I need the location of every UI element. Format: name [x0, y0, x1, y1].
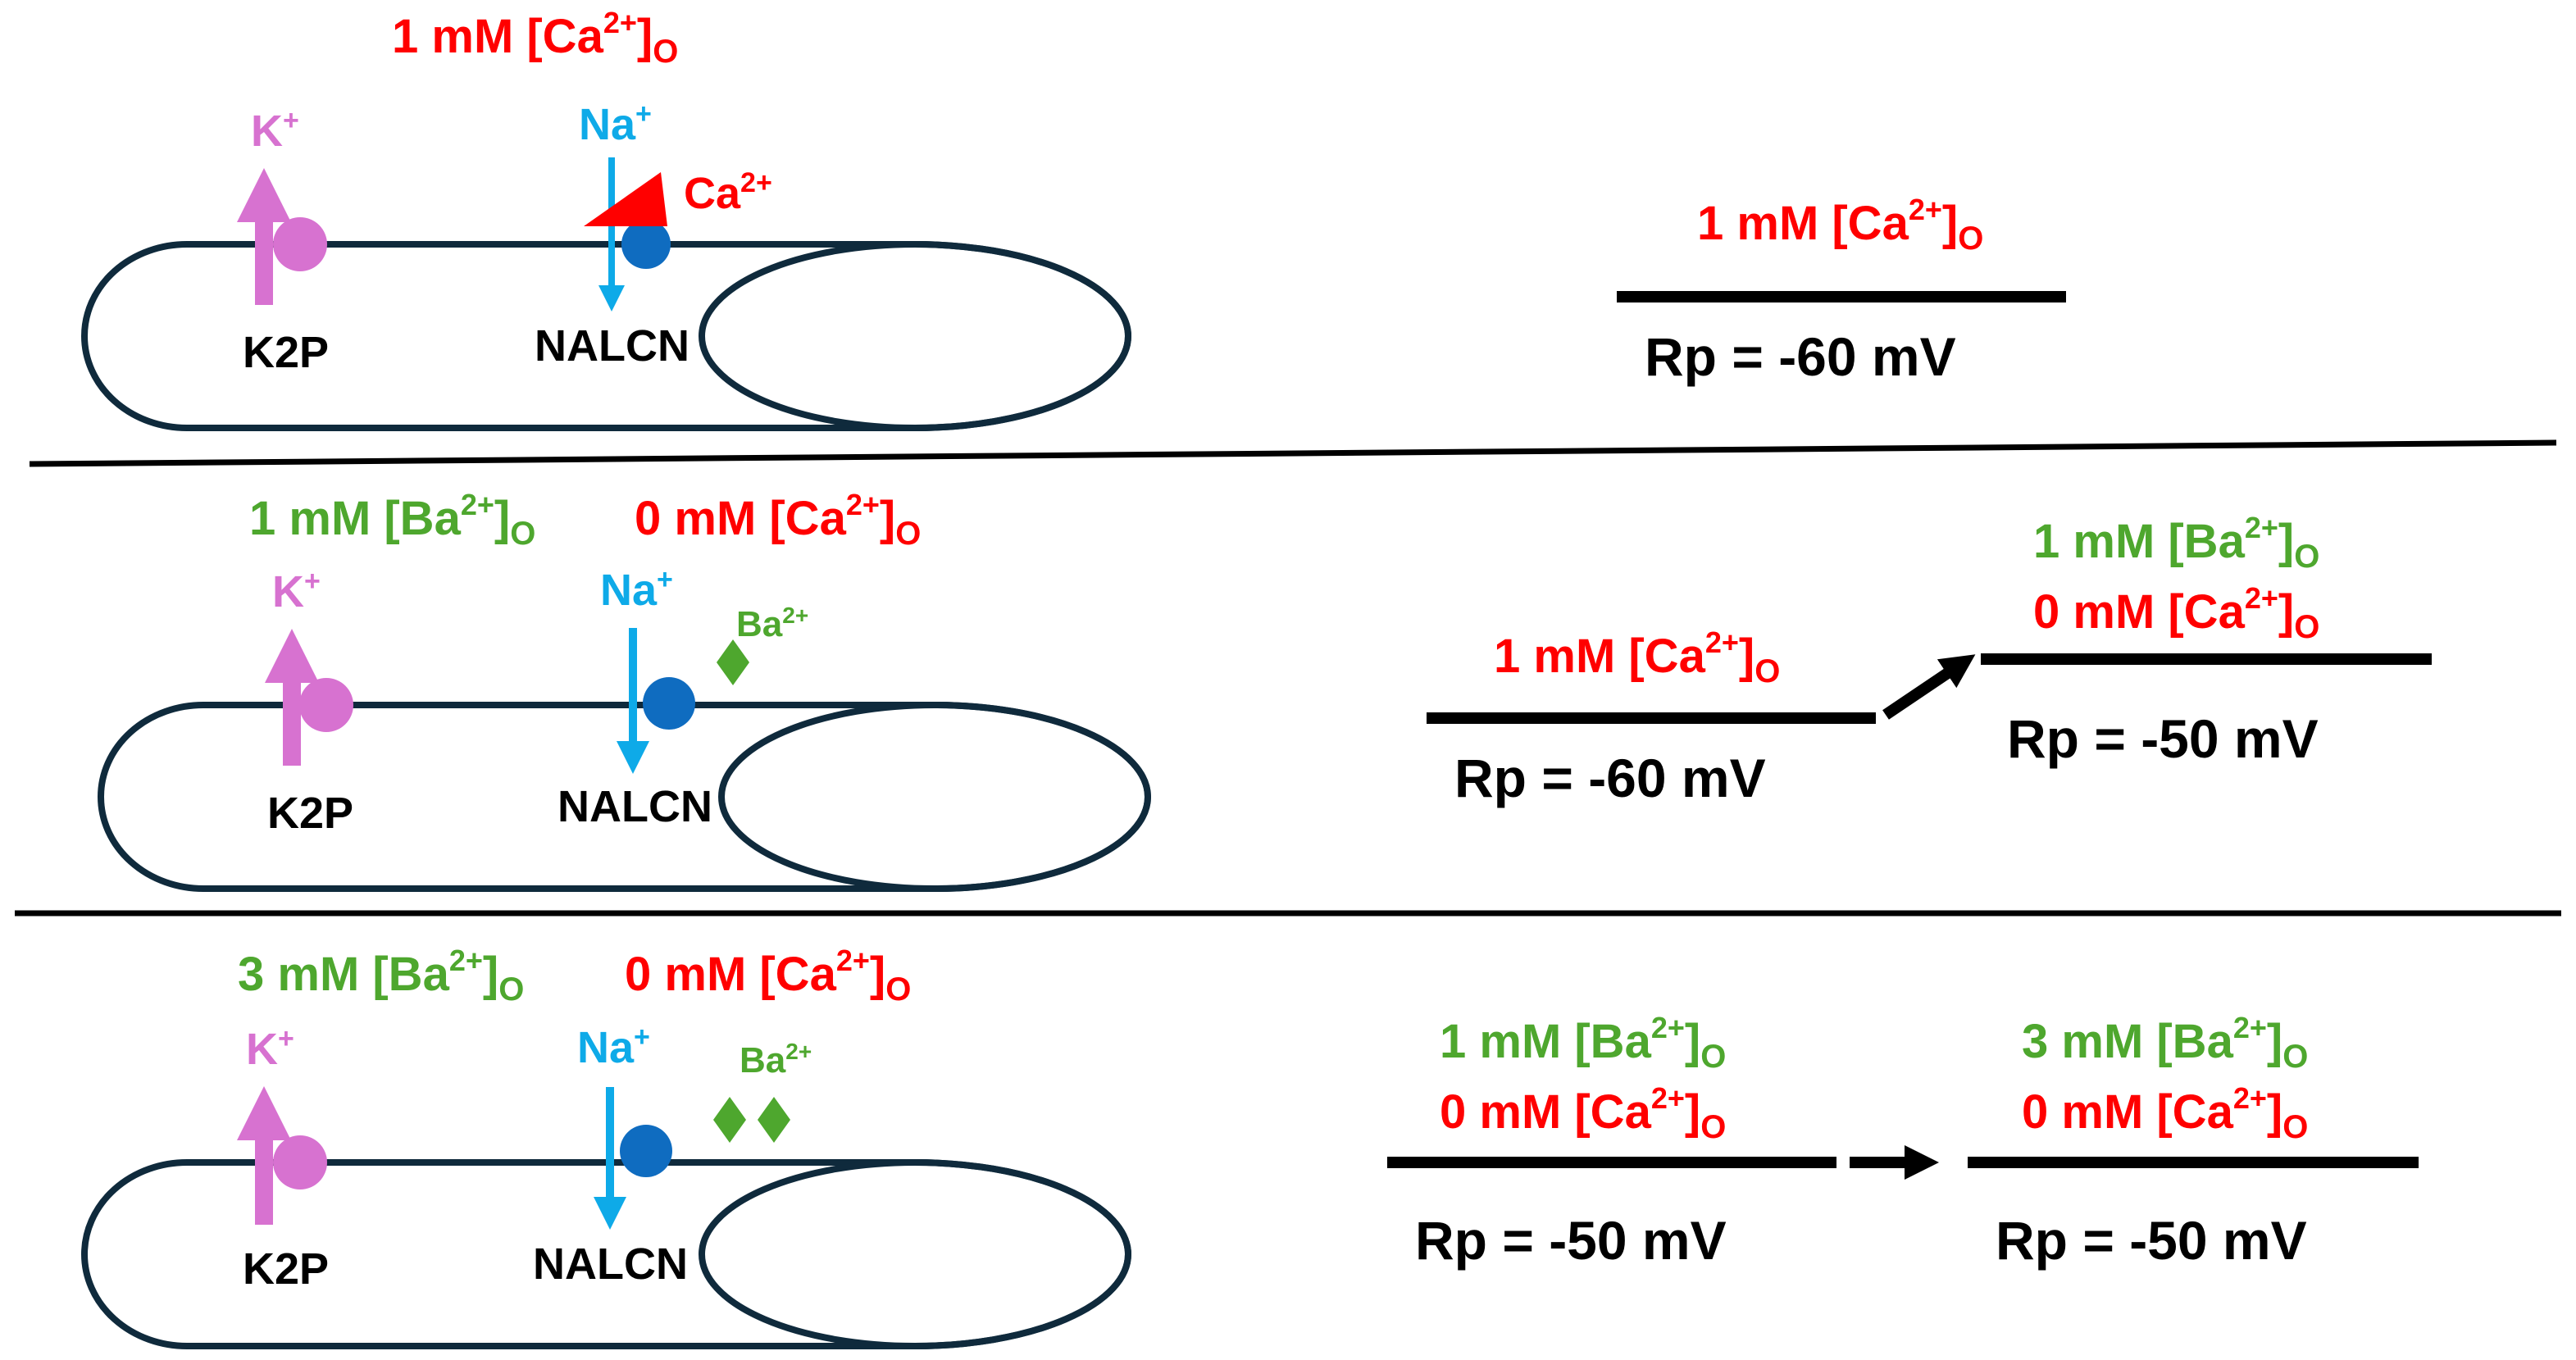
transition-arrow — [1882, 654, 1976, 720]
cell-diagram: K+ K2P Na+ Ca2+ NALCN — [81, 98, 1131, 431]
panel-divider-1 — [29, 439, 2557, 467]
level-ca-label: 1 mM [Ca2+]O — [1697, 193, 1983, 257]
level-ba-label: 1 mM [Ba2+]O — [1440, 1011, 1726, 1075]
k2p-channel-icon — [273, 217, 327, 271]
k2p-channel-icon — [273, 1135, 327, 1189]
cell-end-cap — [699, 241, 1131, 431]
cell-end-cap — [699, 1159, 1131, 1349]
level-ca-label: 0 mM [Ca2+]O — [1440, 1081, 1726, 1145]
ba-diamond-icon — [717, 639, 749, 685]
panel-2: K+ K2P Na+ Ba2+ NALCN 1 mM [Ba2+]O 0 mM … — [98, 488, 2432, 892]
ba-diamond-icon — [758, 1097, 790, 1143]
na-ion-label: Na+ — [600, 564, 673, 615]
condition-ba: 3 mM [Ba2+]O — [238, 944, 524, 1007]
rp-level-1: 1 mM [Ca2+]O Rp = -60 mV — [1427, 625, 1876, 808]
k2p-label: K2P — [267, 789, 353, 838]
cell-end-cap — [718, 702, 1151, 892]
nalcn-channel-icon — [643, 677, 695, 730]
cell-diagram: K+ K2P Na+ Ba2+ NALCN — [81, 1021, 1131, 1349]
ba-ion-label: Ba2+ — [736, 603, 808, 644]
rp-value: Rp = -50 mV — [1996, 1210, 2307, 1271]
rp-level-1: 1 mM [Ca2+]O Rp = -60 mV — [1617, 193, 2066, 387]
nalcn-channel-icon — [621, 220, 671, 269]
cell-diagram: K+ K2P Na+ Ba2+ NALCN — [98, 564, 1151, 892]
condition-ca: 0 mM [Ca2+]O — [625, 944, 911, 1007]
condition-ca: 0 mM [Ca2+]O — [635, 488, 921, 552]
na-ion-label: Na+ — [577, 1021, 650, 1072]
level-ca-label: 0 mM [Ca2+]O — [2022, 1081, 2308, 1145]
rp-value: Rp = -60 mV — [1454, 748, 1766, 808]
nalcn-label: NALCN — [558, 782, 712, 831]
panel-1: K+ K2P Na+ Ca2+ NALCN 1 mM [Ca2+]O 1 mM … — [81, 6, 2066, 431]
k2p-label: K2P — [243, 1244, 329, 1294]
rp-value: Rp = -50 mV — [2007, 708, 2319, 769]
rp-level-1: 1 mM [Ba2+]O 0 mM [Ca2+]O Rp = -50 mV — [1387, 1011, 1836, 1271]
nalcn-channel-icon — [620, 1125, 672, 1177]
level-ca-label: 0 mM [Ca2+]O — [2033, 581, 2319, 645]
rp-value: Rp = -50 mV — [1415, 1210, 1727, 1271]
k-ion-label: K+ — [246, 1023, 294, 1074]
ba-ion-label: Ba2+ — [740, 1039, 812, 1080]
rp-level-2: 1 mM [Ba2+]O 0 mM [Ca2+]O Rp = -50 mV — [1981, 511, 2432, 769]
na-ion-label: Na+ — [579, 98, 652, 149]
level-ca-label: 1 mM [Ca2+]O — [1494, 625, 1780, 689]
rp-level-2: 3 mM [Ba2+]O 0 mM [Ca2+]O Rp = -50 mV — [1968, 1011, 2419, 1271]
nalcn-label: NALCN — [533, 1239, 688, 1289]
nalcn-label: NALCN — [535, 321, 690, 371]
k-ion-label: K+ — [251, 105, 299, 156]
rp-value: Rp = -60 mV — [1645, 326, 1956, 387]
condition-ca: 1 mM [Ca2+]O — [392, 6, 678, 70]
level-ba-label: 1 mM [Ba2+]O — [2033, 511, 2319, 575]
k2p-label: K2P — [243, 328, 329, 377]
level-ba-label: 3 mM [Ba2+]O — [2022, 1011, 2308, 1075]
condition-ba: 1 mM [Ba2+]O — [249, 488, 535, 552]
ca-block-wedge-icon — [584, 172, 667, 226]
ca-ion-label: Ca2+ — [684, 167, 772, 218]
k-ion-label: K+ — [272, 566, 321, 616]
ba-diamond-icon — [713, 1097, 746, 1143]
panel-3: K+ K2P Na+ Ba2+ NALCN 3 mM [Ba2+]O 0 mM … — [81, 944, 2419, 1349]
k2p-channel-icon — [299, 678, 353, 732]
